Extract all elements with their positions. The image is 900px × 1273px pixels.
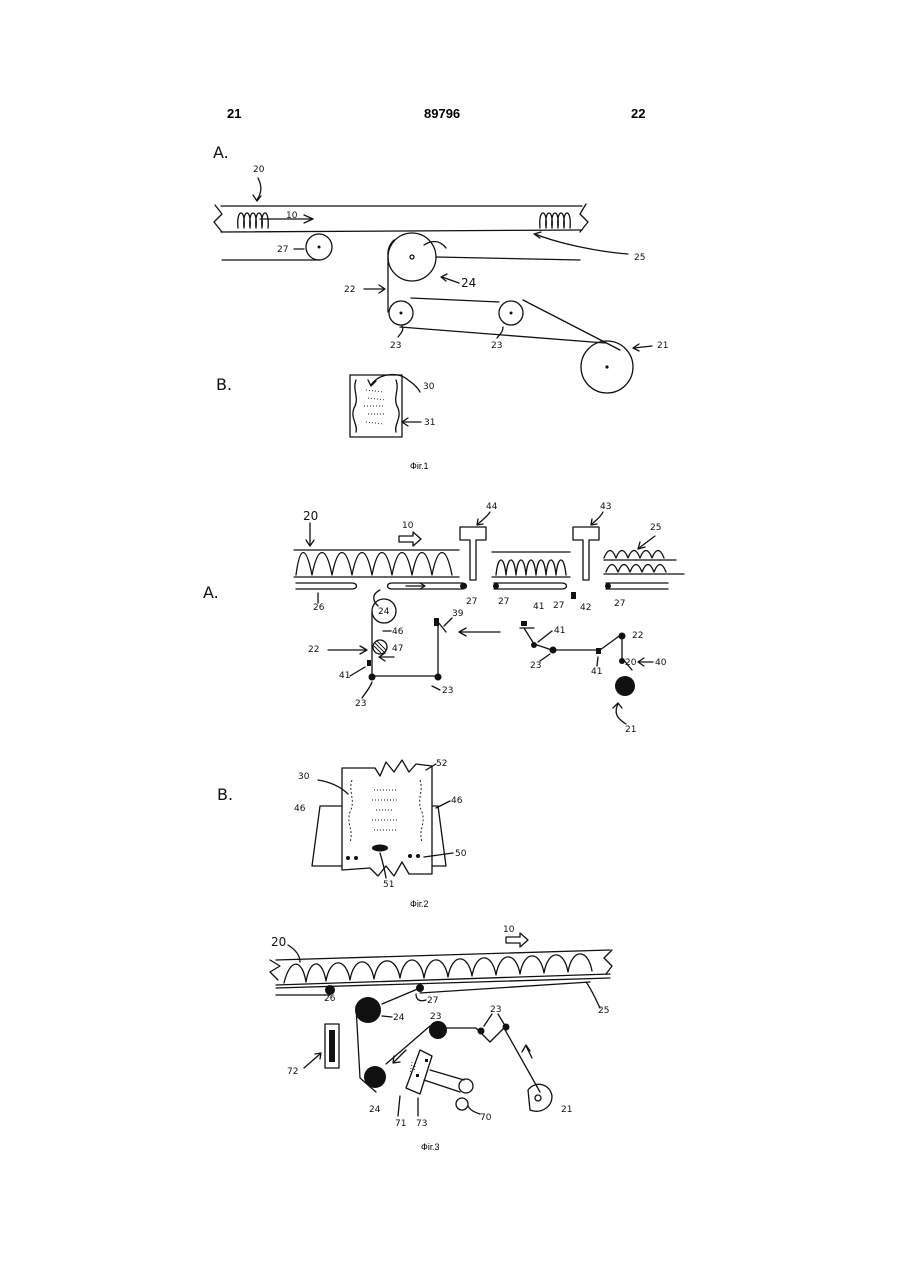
fig2-part-a-label: A. <box>203 583 219 602</box>
fig1-caption: Фіг.1 <box>410 461 429 471</box>
fig2-label-26: 26 <box>313 603 325 613</box>
fig2-label-23b: 23 <box>442 686 453 696</box>
fig3-applicator-73 <box>406 1050 432 1094</box>
fig3-supply-roll-21 <box>528 1084 552 1111</box>
fig1-roller-24 <box>388 233 436 281</box>
fig1-label-31: 31 <box>424 418 435 428</box>
figure-3: 20 10 26 27 25 24 24 23 23 <box>270 925 612 1129</box>
fig3-caption: Фіг.3 <box>421 1142 440 1152</box>
fig2-label-41b: 41 <box>533 602 544 612</box>
fig2-label-52: 52 <box>436 759 447 769</box>
fig1-part-b-label: B. <box>216 375 232 394</box>
fig1-label-23a: 23 <box>390 341 401 351</box>
fig2-caption: Фіг.2 <box>410 899 429 909</box>
fig2-label-24: 24 <box>378 607 390 617</box>
fig2-cutter-44 <box>460 527 486 580</box>
fig2-cutter-43 <box>573 527 599 580</box>
fig1-product-band <box>214 204 588 232</box>
fig2-label-30: 30 <box>298 772 310 782</box>
fig1-part-a-label: A. <box>213 143 229 162</box>
fig2-label-27c: 27 <box>553 601 564 611</box>
fig2-label-27d: 27 <box>614 599 625 609</box>
fig2-label-41a: 41 <box>339 671 350 681</box>
fig2-supply-roll-21 <box>615 676 635 696</box>
fig2-label-51: 51 <box>383 880 394 890</box>
fig3-roller-23a <box>429 1021 447 1039</box>
fig3-label-21: 21 <box>561 1105 572 1115</box>
fig3-label-10: 10 <box>503 925 515 935</box>
fig2-label-40: 40 <box>655 658 667 668</box>
fig2-label-23a: 23 <box>355 699 366 709</box>
fig1-label-21: 21 <box>657 341 668 351</box>
fig1-label-22: 22 <box>344 285 355 295</box>
fig2-label-20b: 20 <box>625 658 637 668</box>
fig3-label-23a: 23 <box>430 1012 441 1022</box>
figure-2: A. 10 20 44 43 25 <box>203 502 684 890</box>
fig2-label-41d: 41 <box>591 667 602 677</box>
fig2-label-47: 47 <box>392 644 403 654</box>
fig2-label-39: 39 <box>452 609 464 619</box>
fig3-label-20: 20 <box>271 935 286 949</box>
fig1-label-27: 27 <box>277 245 288 255</box>
fig3-label-24a: 24 <box>393 1013 405 1023</box>
fig2-product-segment-middle <box>492 552 570 577</box>
fig2-label-25: 25 <box>650 523 661 533</box>
fig2-label-42: 42 <box>580 603 591 613</box>
fig2-label-22a: 22 <box>308 645 319 655</box>
fig3-roller-24a <box>355 997 381 1023</box>
fig2-label-46: 46 <box>392 627 404 637</box>
fig3-label-27: 27 <box>427 996 438 1006</box>
fig2-label-46a: 46 <box>294 804 306 814</box>
fig2-label-44: 44 <box>486 502 498 512</box>
fig1-label-23b: 23 <box>491 341 502 351</box>
fig2-product-segment-left <box>294 550 459 577</box>
fig2-label-21: 21 <box>625 725 636 735</box>
fig2-label-20: 20 <box>303 509 318 523</box>
fig2-product-stack-25 <box>604 551 684 575</box>
fig2-part-b-label: B. <box>217 785 233 804</box>
fig3-label-73: 73 <box>416 1119 427 1129</box>
fig2-label-41c: 41 <box>554 626 565 636</box>
fig1-label-30: 30 <box>423 382 435 392</box>
fig2-label-23c: 23 <box>530 661 541 671</box>
fig2-label-43: 43 <box>600 502 611 512</box>
fig3-label-71: 71 <box>395 1119 406 1129</box>
fig2-label-27b: 27 <box>498 597 509 607</box>
fig1-label-24: 24 <box>461 276 476 290</box>
fig1-label-25: 25 <box>634 253 645 263</box>
fig3-label-25: 25 <box>598 1006 609 1016</box>
fig2-label-10: 10 <box>402 521 414 531</box>
fig3-label-72: 72 <box>287 1067 298 1077</box>
fig1-label-20: 20 <box>253 165 265 175</box>
fig2-label-46b: 46 <box>451 796 463 806</box>
fig3-label-26: 26 <box>324 994 336 1004</box>
fig2-label-50: 50 <box>455 849 467 859</box>
figure-1: A. 20 10 27 24 <box>213 143 668 437</box>
fig2-label-27a: 27 <box>466 597 477 607</box>
fig1-cross-section <box>350 375 402 437</box>
fig2-label-22b: 22 <box>632 631 643 641</box>
fig3-roller-24b <box>364 1066 386 1088</box>
fig3-roller-70 <box>459 1079 473 1093</box>
fig3-label-70: 70 <box>480 1113 492 1123</box>
fig1-label-10: 10 <box>286 211 298 221</box>
fig3-label-24b: 24 <box>369 1105 381 1115</box>
fig3-product-band <box>270 950 612 988</box>
fig2-cross-section <box>312 760 446 876</box>
fig2-conveyors <box>296 583 668 589</box>
